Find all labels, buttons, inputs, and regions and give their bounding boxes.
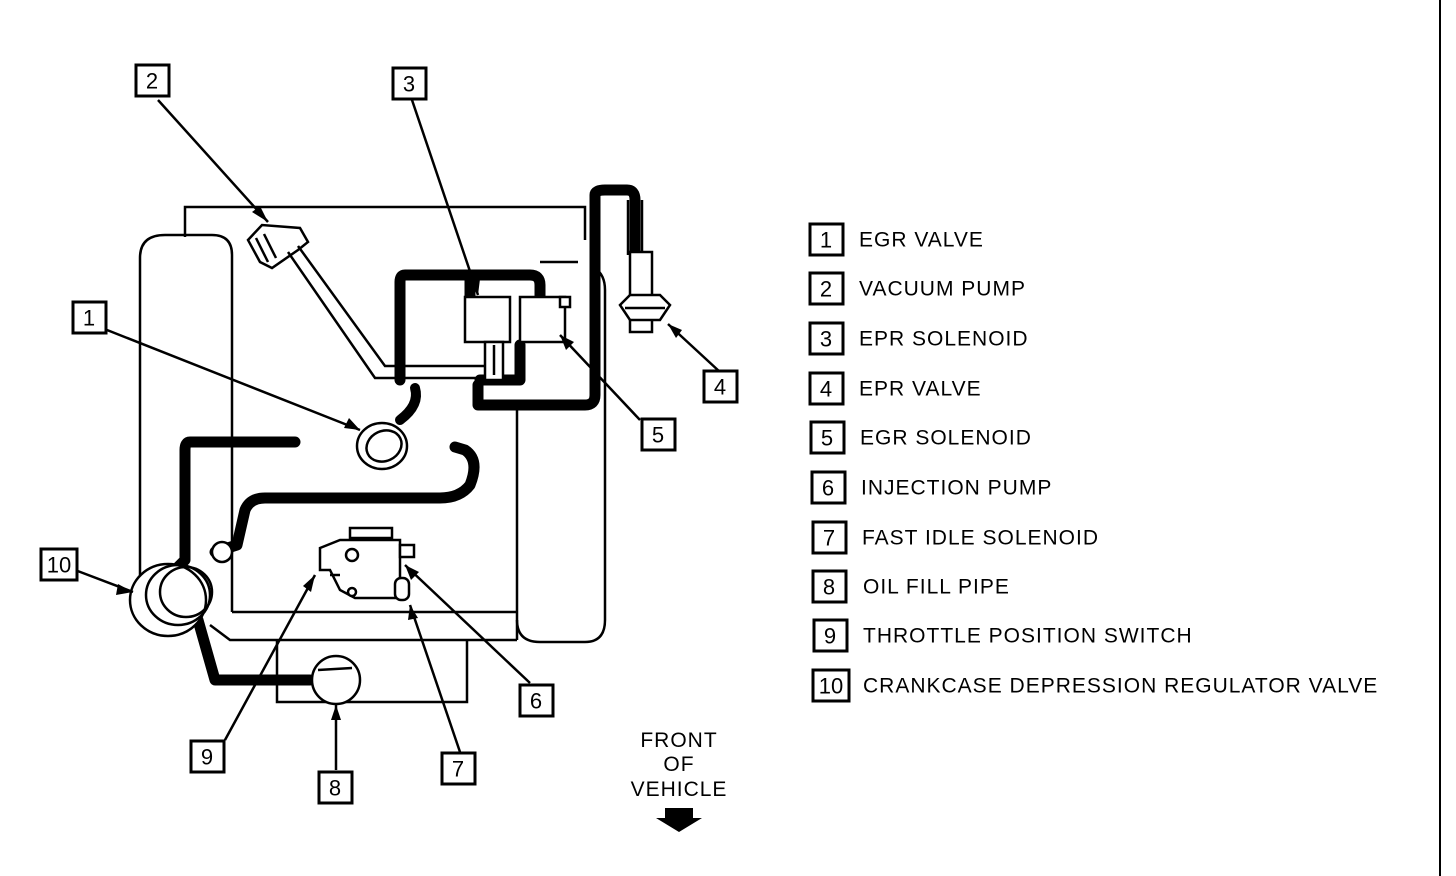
solenoid-assembly <box>463 295 572 382</box>
callout-7: 7 <box>440 751 477 786</box>
svg-text:FAST IDLE SOLENOID: FAST IDLE SOLENOID <box>862 527 1099 550</box>
svg-text:9: 9 <box>824 624 836 649</box>
svg-text:THROTTLE POSITION SWITCH: THROTTLE POSITION SWITCH <box>863 625 1193 648</box>
svg-text:EGR SOLENOID: EGR SOLENOID <box>860 427 1032 450</box>
callout-5: 5 <box>640 417 677 452</box>
callout-10: 10 <box>39 547 79 582</box>
legend-item-5: 5 EGR SOLENOID <box>809 420 1032 455</box>
injection-pump-part <box>318 526 416 602</box>
legend-item-7: 7 FAST IDLE SOLENOID <box>811 520 1099 555</box>
egr-valve-part <box>355 421 409 471</box>
svg-text:10: 10 <box>47 553 71 578</box>
svg-text:3: 3 <box>820 327 832 352</box>
callout-6: 6 <box>518 683 555 718</box>
svg-text:9: 9 <box>201 745 213 770</box>
svg-text:6: 6 <box>822 476 834 501</box>
vacuum-hoses <box>164 184 641 686</box>
legend: 1 EGR VALVE 2 VACUUM PUMP 3 EPR SOLENOID… <box>808 222 1378 703</box>
svg-text:10: 10 <box>819 674 843 699</box>
svg-text:CRANKCASE DEPRESSION REGULATOR: CRANKCASE DEPRESSION REGULATOR VALVE <box>863 675 1378 698</box>
arrowheads <box>116 206 682 720</box>
vacuum-pump-assembly <box>246 223 485 380</box>
svg-text:OF: OF <box>663 753 694 776</box>
oil-fill-pipe-part <box>310 654 362 706</box>
svg-text:OIL FILL PIPE: OIL FILL PIPE <box>863 576 1010 599</box>
callout-4: 4 <box>702 369 739 404</box>
svg-text:EGR VALVE: EGR VALVE <box>859 229 984 252</box>
svg-text:5: 5 <box>821 426 833 451</box>
legend-item-4: 4 EPR VALVE <box>808 371 982 406</box>
svg-text:6: 6 <box>530 689 542 714</box>
svg-text:VEHICLE: VEHICLE <box>631 778 728 801</box>
legend-item-1: 1 EGR VALVE <box>808 222 984 257</box>
svg-text:4: 4 <box>714 375 726 400</box>
legend-item-8: 8 OIL FILL PIPE <box>811 569 1010 604</box>
svg-text:7: 7 <box>452 757 464 782</box>
legend-item-3: 3 EPR SOLENOID <box>808 321 1029 356</box>
callout-3: 3 <box>391 66 428 101</box>
svg-text:INJECTION PUMP: INJECTION PUMP <box>861 477 1052 500</box>
svg-text:EPR SOLENOID: EPR SOLENOID <box>859 328 1029 351</box>
callout-9: 9 <box>189 739 226 774</box>
svg-text:1: 1 <box>83 306 95 331</box>
svg-text:FRONT: FRONT <box>640 729 717 752</box>
svg-text:2: 2 <box>820 277 832 302</box>
legend-item-10: 10 CRANKCASE DEPRESSION REGULATOR VALVE <box>811 668 1378 703</box>
svg-text:5: 5 <box>652 423 664 448</box>
svg-text:8: 8 <box>329 776 341 801</box>
arrow-down-icon <box>656 808 702 832</box>
legend-item-2: 2 VACUUM PUMP <box>808 271 1026 306</box>
epr-valve-assembly <box>618 200 672 334</box>
cdr-valve-part <box>128 540 234 638</box>
svg-text:1: 1 <box>820 228 832 253</box>
svg-text:VACUUM PUMP: VACUUM PUMP <box>859 278 1026 301</box>
svg-text:8: 8 <box>823 575 835 600</box>
callout-2: 2 <box>134 63 171 98</box>
front-of-vehicle: FRONT OF VEHICLE <box>631 729 728 832</box>
svg-text:2: 2 <box>146 69 158 94</box>
leader-lines <box>74 99 721 770</box>
svg-text:EPR VALVE: EPR VALVE <box>859 378 982 401</box>
legend-item-9: 9 THROTTLE POSITION SWITCH <box>812 618 1193 653</box>
engine-outline <box>138 205 607 704</box>
svg-text:3: 3 <box>403 72 415 97</box>
svg-text:4: 4 <box>820 377 832 402</box>
callout-8: 8 <box>317 770 354 805</box>
callout-1: 1 <box>71 300 108 335</box>
svg-text:7: 7 <box>823 526 835 551</box>
legend-item-6: 6 INJECTION PUMP <box>810 470 1052 505</box>
